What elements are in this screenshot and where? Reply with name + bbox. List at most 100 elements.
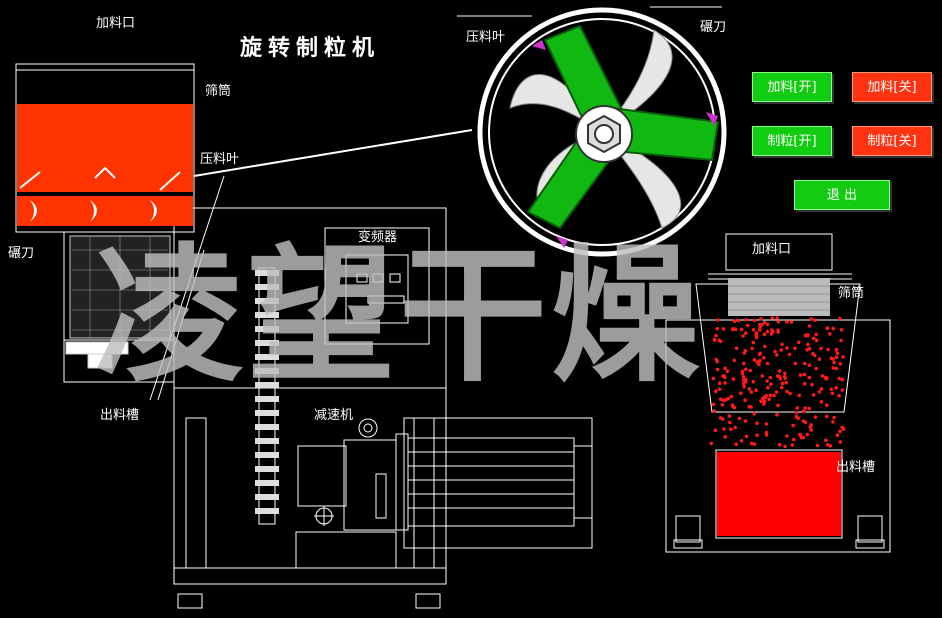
particle xyxy=(775,316,779,320)
particle xyxy=(803,406,808,410)
reducer-label: 减速机 xyxy=(314,408,354,423)
particle xyxy=(809,428,813,432)
particle xyxy=(783,371,787,376)
particle xyxy=(752,357,757,362)
particle xyxy=(726,396,730,401)
particle xyxy=(715,327,720,331)
particle xyxy=(751,340,756,345)
particle xyxy=(838,316,842,321)
particle xyxy=(741,334,745,338)
particle xyxy=(831,326,835,331)
particle xyxy=(825,326,830,331)
granulate-off-button[interactable]: 制粒[关] xyxy=(852,126,932,156)
particle xyxy=(762,320,767,325)
particle xyxy=(745,323,750,328)
particle xyxy=(748,368,752,373)
particle xyxy=(714,333,718,338)
particle xyxy=(793,346,797,351)
particle xyxy=(839,338,843,343)
particle xyxy=(752,411,756,416)
particle xyxy=(757,322,762,327)
particle xyxy=(711,376,716,381)
particle xyxy=(767,397,771,402)
exit-button[interactable]: 退 出 xyxy=(794,180,890,210)
particle xyxy=(835,351,840,356)
particle xyxy=(763,344,767,349)
particle xyxy=(814,366,818,371)
particle xyxy=(755,360,759,364)
particle xyxy=(785,434,789,438)
particle xyxy=(788,391,792,396)
particle xyxy=(805,432,810,437)
particle xyxy=(801,435,805,440)
particle xyxy=(807,324,812,328)
particle xyxy=(742,384,746,389)
particle xyxy=(732,319,737,324)
particle xyxy=(824,438,828,443)
particle xyxy=(712,409,716,413)
particle xyxy=(776,320,781,324)
particle xyxy=(814,332,818,337)
particle xyxy=(805,347,809,352)
particle xyxy=(734,442,738,447)
particle xyxy=(774,390,779,394)
particle xyxy=(835,433,840,437)
particle xyxy=(709,441,714,446)
particle xyxy=(759,317,763,321)
granulate-on-button[interactable]: 制粒[开] xyxy=(752,126,832,156)
particle xyxy=(824,403,829,408)
feed-on-button[interactable]: 加料[开] xyxy=(752,72,832,102)
particle xyxy=(837,393,841,398)
particle xyxy=(764,422,769,426)
outlet-right-label: 出料槽 xyxy=(836,460,876,475)
particle xyxy=(819,387,824,391)
particle xyxy=(743,419,748,423)
outlet-label: 出料槽 xyxy=(100,408,140,423)
particle xyxy=(765,379,769,383)
particle xyxy=(841,355,845,359)
particle xyxy=(834,366,839,371)
particle xyxy=(824,414,829,419)
particle xyxy=(733,425,737,430)
particle xyxy=(732,405,737,410)
particle xyxy=(840,425,844,430)
feed-inlet-label: 加料口 xyxy=(96,16,136,31)
particle xyxy=(815,443,820,448)
particle xyxy=(757,352,762,357)
particle xyxy=(807,406,812,411)
particle xyxy=(837,376,841,381)
particle xyxy=(831,420,835,424)
particle xyxy=(784,380,788,385)
particle xyxy=(744,367,748,372)
particle xyxy=(731,377,736,381)
particle xyxy=(809,423,813,427)
particle xyxy=(772,393,776,398)
particle xyxy=(802,381,807,386)
particle xyxy=(765,322,770,327)
particle xyxy=(834,385,838,390)
page-title: 旋转制粒机 xyxy=(240,36,381,61)
particle xyxy=(740,371,745,376)
particle xyxy=(811,351,815,356)
particle xyxy=(803,361,807,366)
particle xyxy=(795,406,800,410)
feed-off-button[interactable]: 加料[关] xyxy=(852,72,932,102)
particle xyxy=(777,442,782,447)
particle xyxy=(721,417,725,421)
particle xyxy=(715,359,719,364)
particle xyxy=(832,360,836,365)
particle xyxy=(811,336,816,341)
particle xyxy=(793,361,798,366)
particle xyxy=(776,403,780,408)
particle xyxy=(711,402,716,407)
particle xyxy=(813,415,818,419)
particle xyxy=(809,317,814,321)
particle xyxy=(768,375,773,380)
particle xyxy=(773,349,777,354)
particle xyxy=(829,387,834,392)
particle xyxy=(721,327,726,331)
particle xyxy=(817,357,822,362)
particle xyxy=(762,332,767,337)
inverter-label: 变频器 xyxy=(358,230,398,245)
particle xyxy=(750,346,754,351)
